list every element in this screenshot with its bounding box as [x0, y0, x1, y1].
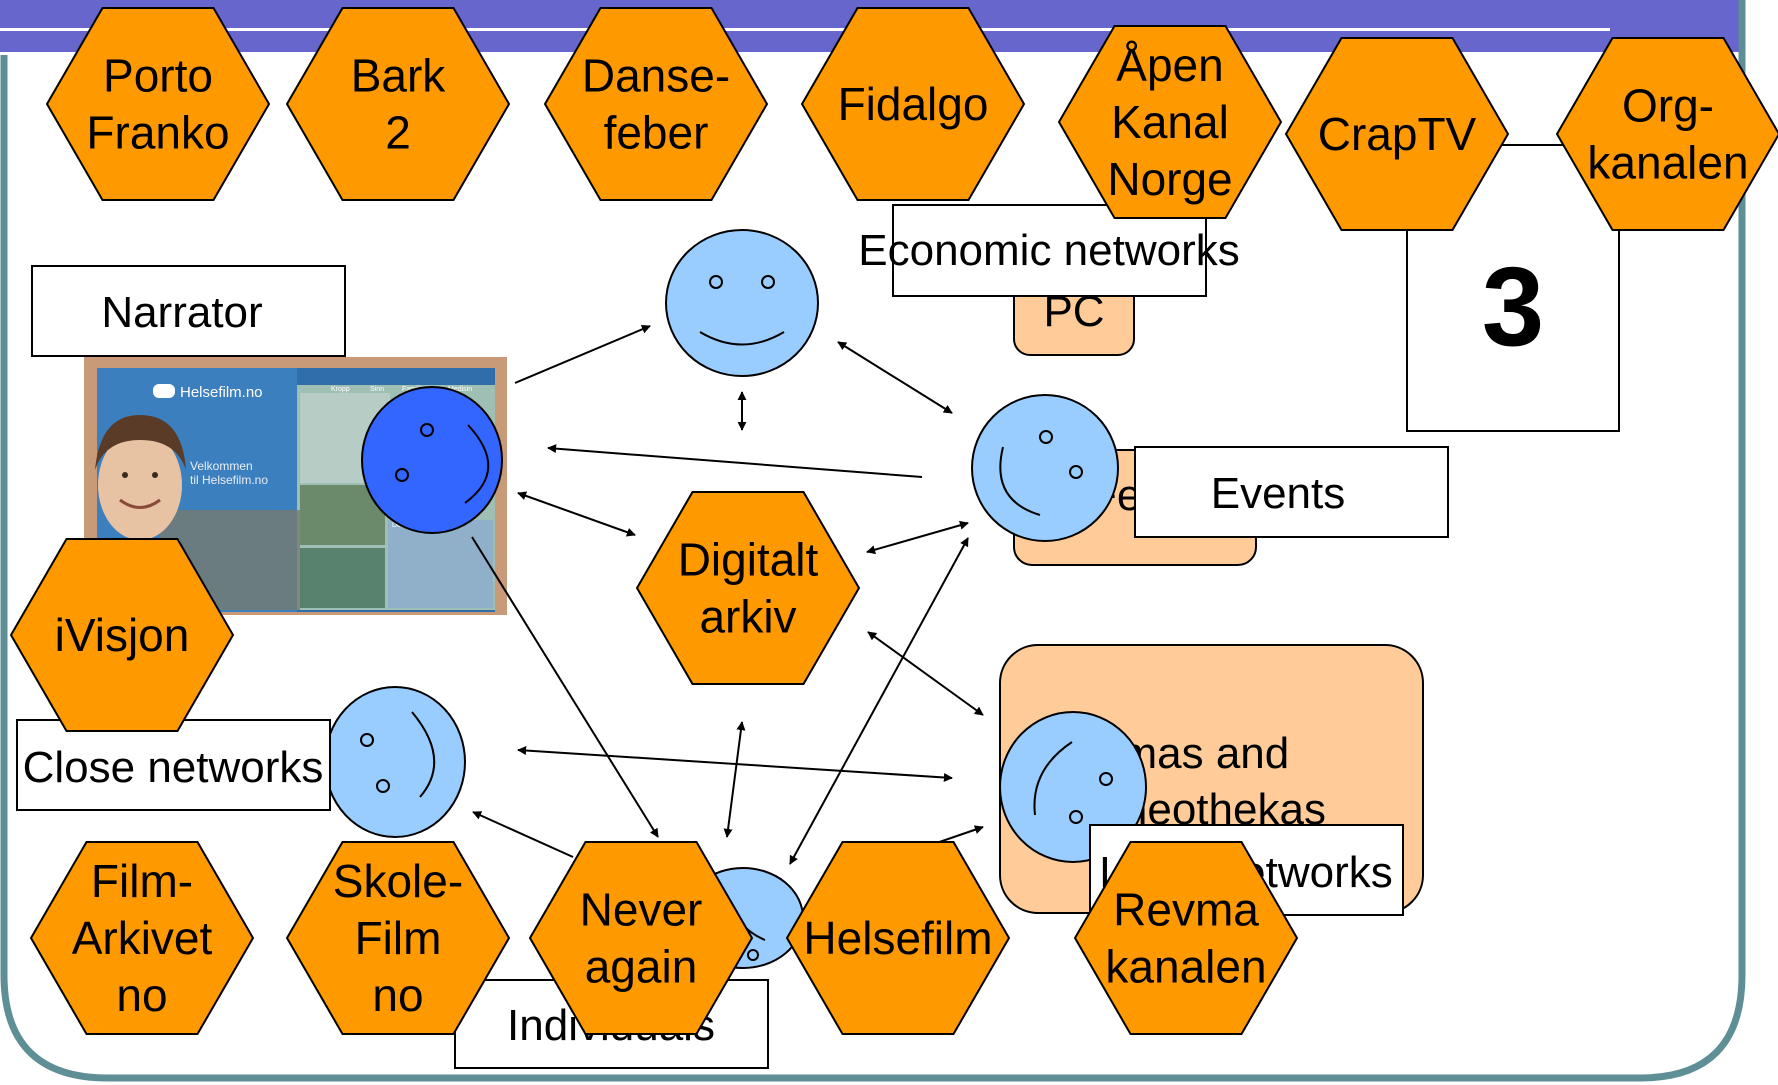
- hexagon-label: arkiv: [699, 591, 796, 643]
- hexagon-label: Franko: [86, 107, 229, 159]
- hexagon-node: Fidalgo: [800, 7, 1026, 201]
- narrator-label: Narrator: [101, 288, 262, 337]
- hexagon-label: CrapTV: [1318, 108, 1477, 160]
- header-line: [0, 28, 1610, 31]
- hexagon-label: 2: [385, 107, 411, 159]
- welcome-line1: Velkommen: [190, 459, 253, 473]
- hexagon-shape: [1284, 37, 1510, 231]
- hexagon-node: Helsefilm: [785, 841, 1011, 1035]
- smiley-face-top: [665, 229, 819, 377]
- hexagon-node: CrapTV: [1284, 37, 1510, 231]
- hexagon-label: Bark: [351, 50, 447, 102]
- hexagon-label: Danse-: [582, 50, 730, 102]
- arrow: [789, 537, 969, 865]
- nav-item: Medisin: [448, 386, 472, 393]
- hexagon-node: iVisjon: [9, 538, 235, 732]
- hexagon-shape: [1073, 841, 1299, 1035]
- hexagon-label: Helsefilm: [803, 912, 992, 964]
- hexagon-label: again: [585, 941, 698, 993]
- hexagon-label: feber: [604, 107, 709, 159]
- hexagon-shape: [800, 7, 1026, 201]
- hexagon-layer: PortoFrankoBark2Danse-feberFidalgoÅpenKa…: [9, 7, 1778, 1035]
- nav-item: Sinn: [370, 386, 384, 393]
- arrow: [866, 520, 969, 555]
- smiley-face-narrator: [361, 386, 503, 534]
- hexagon-shape: [9, 538, 235, 732]
- hexagon-shape: [528, 841, 754, 1035]
- hexagon-label: Skole-: [333, 855, 463, 907]
- hexagon-label: kanalen: [1587, 137, 1748, 189]
- smiley-face-events: [971, 394, 1119, 542]
- hexagon-shape: [45, 7, 271, 201]
- hexagon-label: Arkivet: [72, 912, 213, 964]
- hexagon-shape: [1057, 25, 1283, 219]
- hexagon-node: Danse-feber: [543, 7, 769, 201]
- events-box: [1134, 446, 1449, 538]
- hexagon-label: no: [372, 969, 423, 1021]
- hexagon-label: iVisjon: [55, 609, 190, 661]
- arrow: [547, 444, 923, 478]
- site-name: Helsefilm.no: [180, 384, 263, 401]
- arrow: [867, 631, 984, 716]
- hexagon-label: Org-: [1622, 80, 1714, 132]
- hexagon-shape: [285, 841, 511, 1035]
- economic-networks-box: [892, 204, 1207, 297]
- close-networks-box: [16, 719, 331, 811]
- hexagon-shape: [285, 7, 511, 201]
- hexagon-node: Org-kanalen: [1555, 37, 1778, 231]
- arrow: [517, 491, 636, 537]
- hexagon-label: Fidalgo: [838, 78, 989, 130]
- hexagon-label: Revma: [1113, 884, 1259, 936]
- hexagon-label: Never: [580, 884, 703, 936]
- welcome-line2: til Helsefilm.no: [190, 473, 268, 487]
- hexagon-label: Kanal: [1111, 96, 1229, 148]
- hexagon-shape: [543, 7, 769, 201]
- hexagon-label: Åpen: [1116, 39, 1223, 91]
- arrow: [723, 721, 746, 838]
- hexagon-shape: [29, 841, 255, 1035]
- arrows: [471, 325, 984, 871]
- events-label: Events: [1211, 469, 1346, 518]
- arrow: [472, 811, 574, 858]
- arrow: [837, 341, 953, 414]
- hexagon-label: Film: [355, 912, 442, 964]
- slide-number: 3: [1482, 244, 1544, 369]
- slide-frame: [0, 0, 1746, 1082]
- hexagon-label: Film-: [91, 855, 193, 907]
- hexagon-label: kanalen: [1105, 941, 1266, 993]
- hexagon-label: Digitalt: [678, 534, 819, 586]
- hexagon-shape: [635, 491, 861, 685]
- hexagon-label: Norge: [1107, 153, 1232, 205]
- hexagon-shape: [785, 841, 1011, 1035]
- hexagon-label: no: [116, 969, 167, 1021]
- economic-networks-label: Economic networks: [858, 226, 1239, 275]
- arrow: [471, 536, 659, 838]
- smiley-face-close: [324, 686, 466, 838]
- nav-item: Kropp: [331, 386, 350, 393]
- narrator-box: [31, 265, 346, 357]
- hexagon-label: Porto: [103, 50, 213, 102]
- hexagon-shape: [1555, 37, 1778, 231]
- close-networks-label: Close networks: [23, 743, 324, 792]
- arrow: [514, 325, 651, 384]
